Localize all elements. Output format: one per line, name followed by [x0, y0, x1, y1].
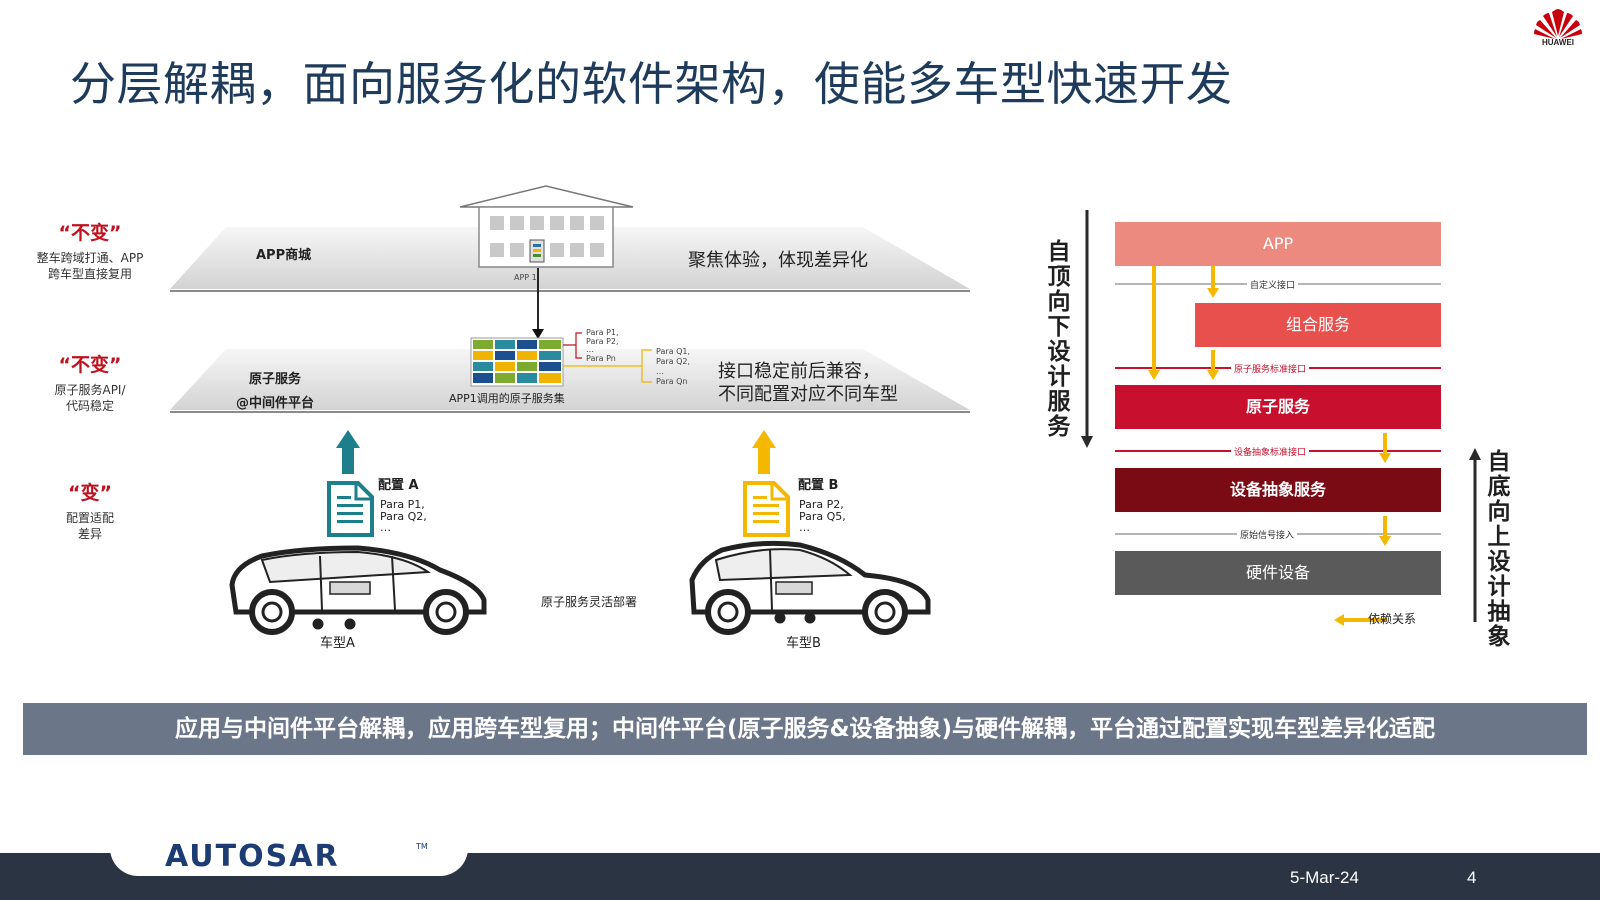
- config-a-line1: Para P1,: [380, 498, 425, 511]
- config-b-line3: …: [799, 521, 810, 534]
- interface-device-standard: 设备抽象标准接口: [1231, 445, 1310, 458]
- config-b-document-icon: [743, 481, 790, 537]
- footer-date: 5-Mar-24: [1290, 868, 1359, 887]
- config-b-line2: Para Q5,: [799, 510, 846, 523]
- changed-label: “变”: [68, 482, 112, 504]
- para-q-1: Para Q1,: [656, 347, 691, 356]
- para-p-ellipsis: …: [586, 345, 594, 354]
- page-number: 4: [1467, 868, 1477, 887]
- config-a-line2: Para Q2,: [380, 510, 427, 523]
- autosar-logo: AUTOSAR: [165, 839, 340, 874]
- service-set-label: APP1调用的原子服务集: [449, 392, 565, 405]
- legend-dependency: 依赖关系: [1368, 612, 1417, 626]
- app1-label: APP 1: [514, 273, 537, 282]
- config-a-line3: …: [380, 521, 391, 534]
- para-p-2: Para P2,: [586, 337, 619, 346]
- unchanged-desc-2-line1: 原子服务API/: [54, 383, 126, 397]
- para-q-2: Para Q2,: [656, 357, 691, 366]
- para-p-n: Para Pn: [586, 354, 616, 363]
- page-title: 分层解耦，面向服务化的软件架构，使能多车型快速开发: [70, 57, 1233, 111]
- interface-raw-signal: 原始信号接入: [1237, 528, 1298, 541]
- changed-desc-line2: 差异: [77, 527, 102, 541]
- bar-composite-service: 组合服务: [1195, 303, 1441, 347]
- changed-desc-line1: 配置适配: [65, 511, 114, 525]
- store-building-icon: [459, 185, 634, 268]
- app-store-label: APP商城: [256, 248, 312, 263]
- unchanged-desc-1-line2: 跨车型直接复用: [47, 267, 132, 281]
- car-b-icon: [689, 540, 931, 635]
- bar-hardware: 硬件设备: [1115, 551, 1441, 595]
- config-a-document-icon: [327, 481, 374, 537]
- bar-app: APP: [1115, 222, 1441, 266]
- config-b-line1: Para P2,: [799, 498, 844, 511]
- top-down-design-label: 自顶向下设计服务: [1047, 239, 1071, 440]
- bar-device-abstraction: 设备抽象服务: [1115, 468, 1441, 512]
- car-b-label: 车型B: [786, 636, 821, 651]
- autosar-logo-box: [110, 838, 468, 876]
- unchanged-label-1: “不变”: [58, 222, 122, 244]
- config-b-title: 配置 B: [798, 478, 839, 493]
- unchanged-label-2: “不变”: [58, 354, 122, 376]
- unchanged-desc-1-line1: 整车跨域打通、APP: [36, 251, 144, 265]
- config-a-title: 配置 A: [378, 478, 419, 493]
- bottom-up-design-label: 自底向上设计抽象: [1487, 449, 1511, 650]
- car-a-icon: [229, 545, 487, 635]
- interface-atomic-standard: 原子服务标准接口: [1231, 362, 1310, 375]
- layer-diagram: [170, 185, 970, 635]
- deploy-label: 原子服务灵活部署: [541, 595, 638, 609]
- bar-atomic-service: 原子服务: [1115, 385, 1441, 429]
- atomic-service-set-grid: [470, 337, 564, 387]
- para-p-1: Para P1,: [586, 328, 619, 337]
- interface-custom: 自定义接口: [1247, 278, 1299, 291]
- car-a-label: 车型A: [320, 636, 355, 651]
- layer1-desc: 聚焦体验，体现差异化: [688, 250, 868, 271]
- huawei-logo-icon: [1534, 9, 1582, 39]
- huawei-logo-text: HUAWEI: [1542, 38, 1574, 47]
- middleware-platform: [170, 349, 970, 410]
- config-b-up-arrow: [752, 430, 776, 474]
- middleware-label: @中间件平台: [236, 396, 315, 411]
- unchanged-desc-2-line2: 代码稳定: [65, 399, 114, 413]
- para-q-n: Para Qn: [656, 377, 688, 386]
- layer2-desc-line1: 接口稳定前后兼容，: [718, 361, 880, 382]
- summary-banner: 应用与中间件平台解耦，应用跨车型复用；中间件平台(原子服务&设备抽象)与硬件解耦…: [23, 703, 1587, 755]
- autosar-tm: TM: [416, 842, 428, 851]
- config-a-up-arrow: [336, 430, 360, 474]
- atomic-service-label: 原子服务: [249, 372, 302, 387]
- para-q-ellipsis: …: [656, 367, 664, 376]
- layer2-desc-line2: 不同配置对应不同车型: [718, 384, 898, 405]
